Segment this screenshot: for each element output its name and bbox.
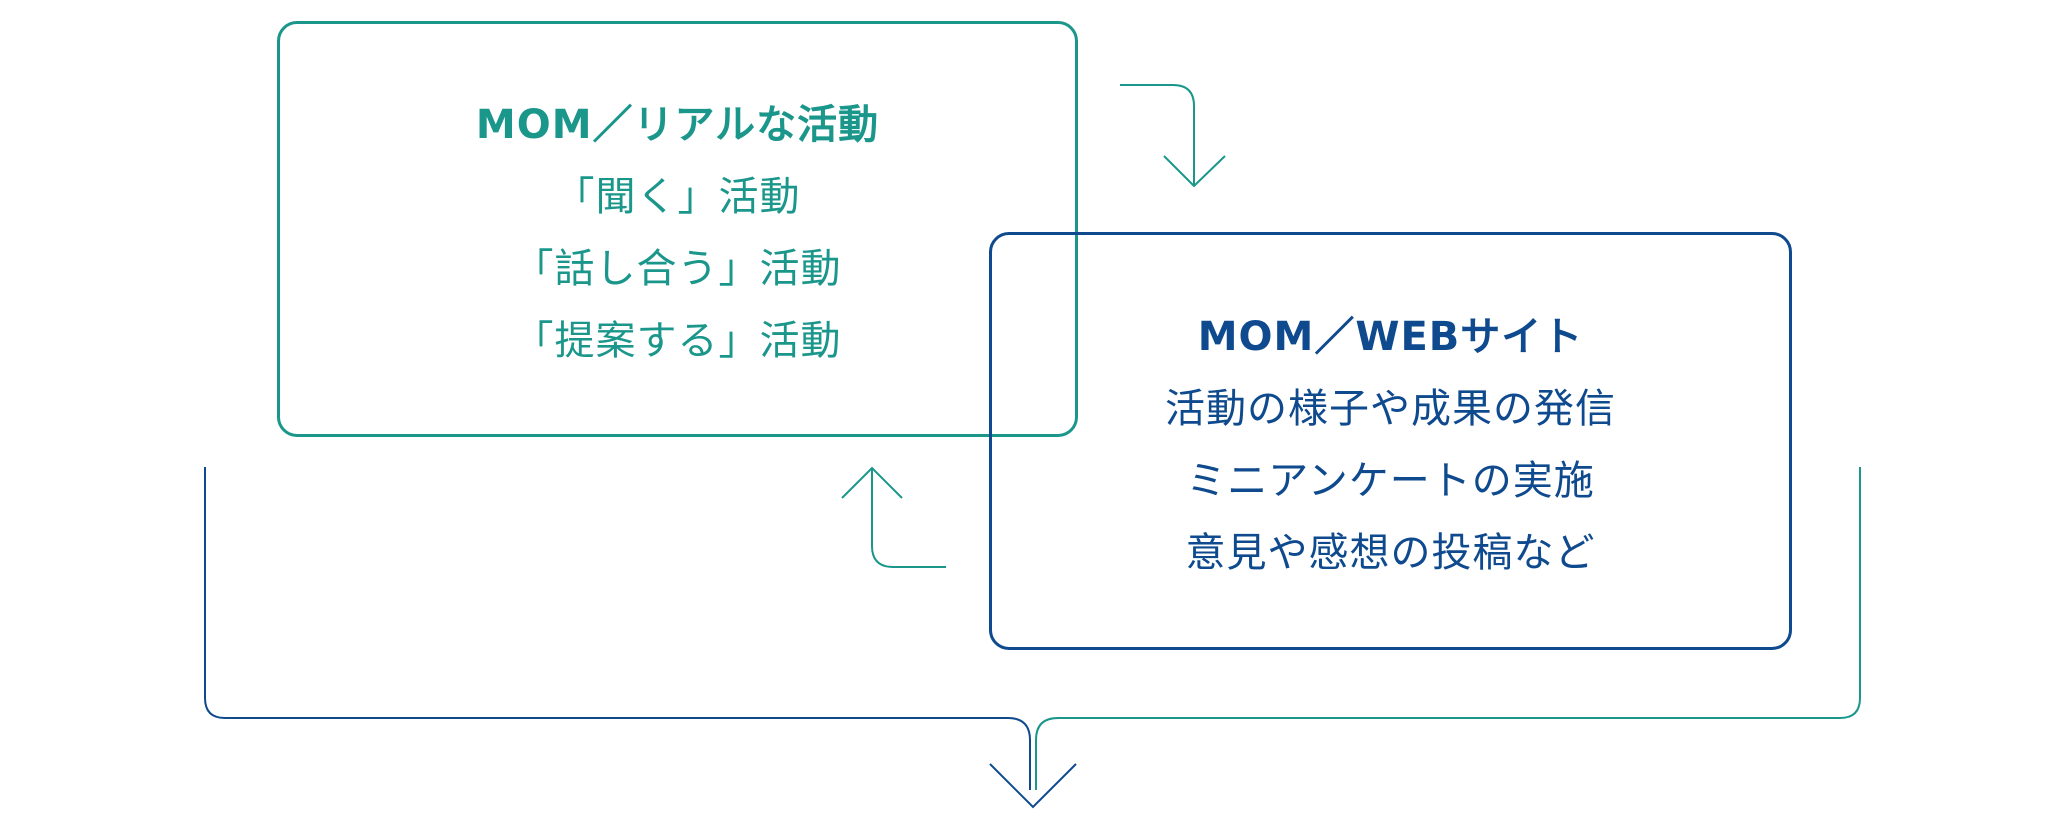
flow-arrow-real-to-web-line (1120, 84, 1195, 186)
real-activity-item-propose: 「提案する」活動 (513, 318, 842, 364)
flow-arrow-web-to-real-line (871, 468, 946, 568)
web-site-text: MOM／WEBサイト 活動の様子や成果の発信 ミニアンケートの実施 意見や感想の… (989, 301, 1792, 589)
web-site-box (989, 232, 1792, 650)
web-site-title: MOM／WEBサイト (1197, 314, 1584, 360)
real-activity-text: MOM／リアルな活動 「聞く」活動 「話し合う」活動 「提案する」活動 (277, 89, 1078, 377)
merge-bracket-left (204, 467, 1031, 790)
flow-arrow-web-to-real-head (841, 466, 903, 499)
merge-bracket-right (1035, 467, 1861, 790)
real-activity-item-discuss: 「話し合う」活動 (513, 246, 842, 292)
merge-arrow-down-head (989, 763, 1077, 809)
real-activity-title: MOM／リアルな活動 (475, 102, 880, 148)
flow-arrow-real-to-web-head (1163, 155, 1226, 188)
flow-arrow-web-to-real (841, 466, 946, 568)
web-site-item-posts: 意見や感想の投稿など (1185, 530, 1596, 576)
real-activity-item-listen: 「聞く」活動 (554, 174, 801, 220)
flow-arrow-real-to-web (1120, 84, 1226, 188)
web-site-item-survey: ミニアンケートの実施 (1186, 458, 1595, 504)
real-activity-box (277, 21, 1078, 437)
web-site-item-report: 活動の様子や成果の発信 (1165, 386, 1616, 432)
